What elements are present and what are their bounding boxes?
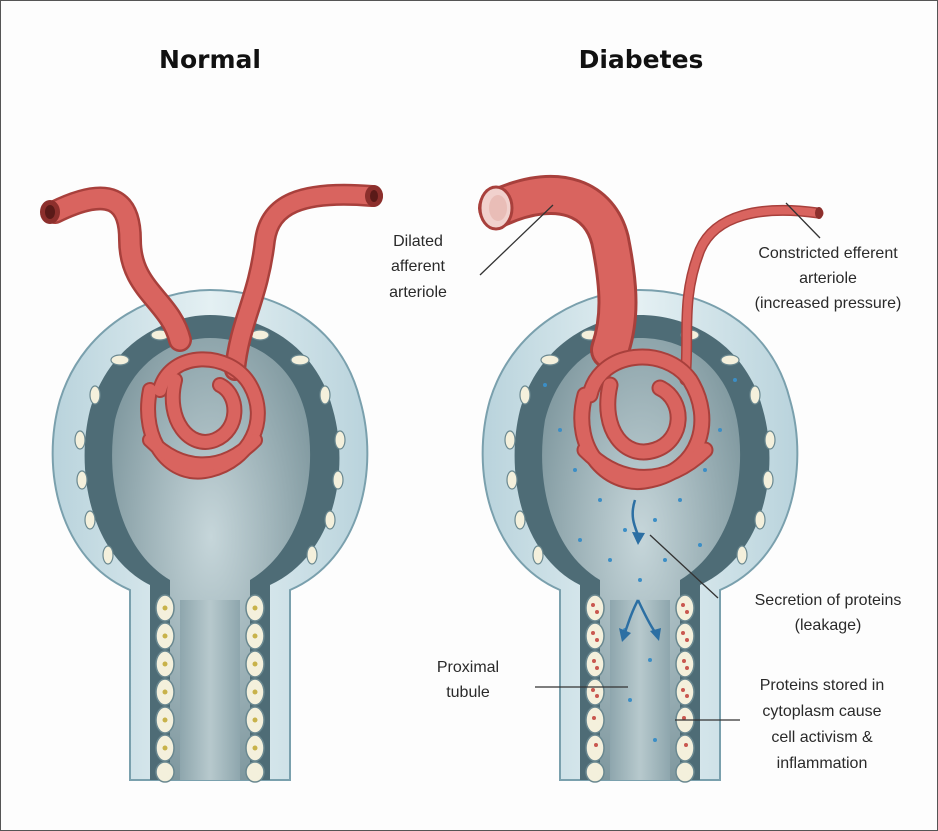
- svg-text:Proteins stored in: Proteins stored in: [760, 677, 885, 694]
- svg-text:Dilated: Dilated: [393, 233, 443, 250]
- svg-text:tubule: tubule: [446, 684, 490, 701]
- svg-text:arteriole: arteriole: [389, 284, 447, 301]
- svg-text:(leakage): (leakage): [795, 617, 862, 634]
- svg-text:inflammation: inflammation: [777, 755, 868, 772]
- label-proximal-tubule: Proximal tubule: [437, 659, 499, 701]
- normal-nephron: [40, 185, 383, 782]
- svg-text:afferent: afferent: [391, 258, 446, 275]
- svg-text:arteriole: arteriole: [799, 270, 857, 287]
- svg-text:cytoplasm cause: cytoplasm cause: [762, 703, 881, 720]
- svg-text:Constricted efferent: Constricted efferent: [758, 245, 898, 262]
- label-proteins-stored: Proteins stored in cytoplasm cause cell …: [760, 677, 885, 772]
- diabetes-title: Diabetes: [579, 45, 704, 74]
- svg-text:cell activism &: cell activism &: [771, 729, 873, 746]
- svg-text:Secretion of proteins: Secretion of proteins: [755, 592, 902, 609]
- svg-text:Proximal: Proximal: [437, 659, 499, 676]
- label-constricted-efferent: Constricted efferent arteriole (increase…: [755, 245, 902, 312]
- label-secretion-of-proteins: Secretion of proteins (leakage): [755, 592, 902, 634]
- svg-text:(increased pressure): (increased pressure): [755, 295, 902, 312]
- label-dilated-afferent: Dilated afferent arteriole: [389, 233, 447, 301]
- normal-title: Normal: [159, 45, 261, 74]
